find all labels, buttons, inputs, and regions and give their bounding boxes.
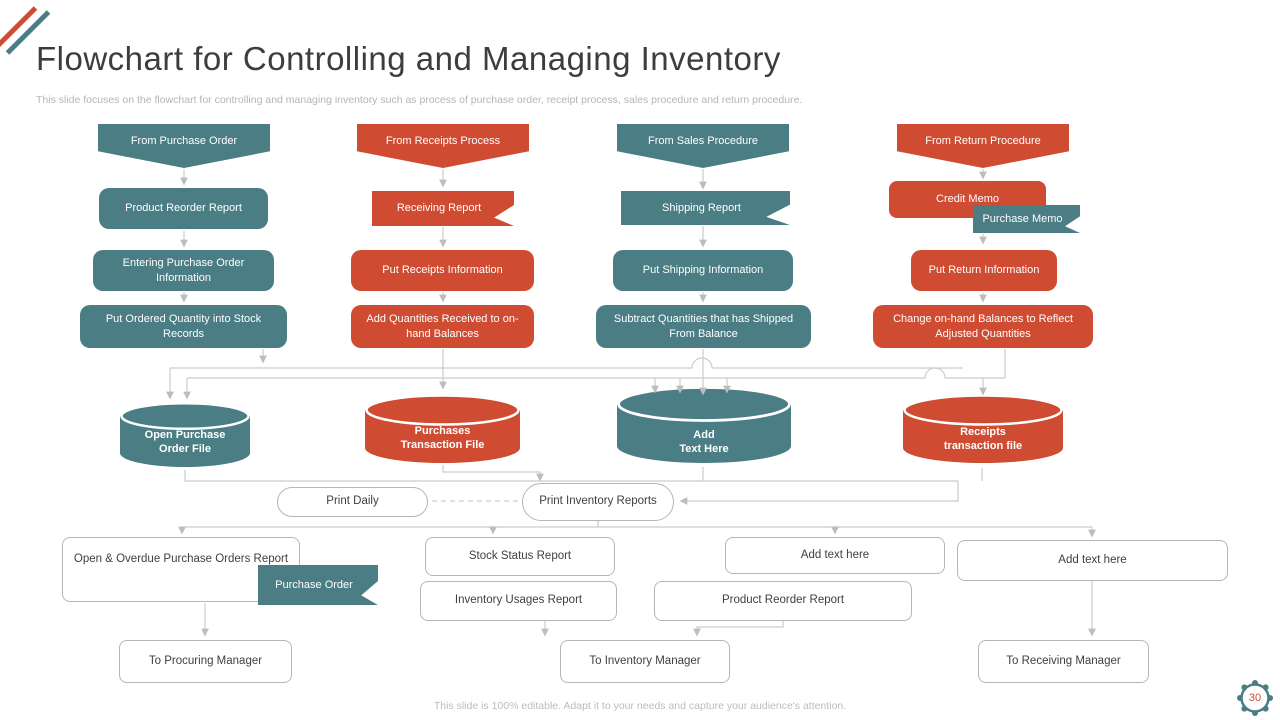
- pennant-from-receipts-process: From Receipts Process: [357, 124, 529, 168]
- box-add-text-here-1: Add text here: [725, 537, 945, 574]
- cylinder-purchases-transaction-file: Purchases Transaction File: [365, 394, 520, 464]
- ribbon-purchase-order: Purchase Order: [258, 565, 378, 605]
- box-put-shipping-information: Put Shipping Information: [613, 250, 793, 291]
- cylinder-add-text-here: Add Text Here: [617, 386, 791, 464]
- ribbon-shipping-report: Shipping Report: [621, 191, 790, 225]
- pennant-from-purchase-order: From Purchase Order: [98, 124, 270, 168]
- box-inventory-usages-report: Inventory Usages Report: [420, 581, 617, 621]
- pennant-from-return-procedure: From Return Procedure: [897, 124, 1069, 168]
- pill-print-inventory-reports: Print Inventory Reports: [522, 483, 674, 521]
- box-put-return-information: Put Return Information: [911, 250, 1057, 291]
- box-to-receiving-manager: To Receiving Manager: [978, 640, 1149, 683]
- ribbon-receiving-report: Receiving Report: [372, 191, 514, 226]
- box-credit-memo: Credit Memo: [889, 181, 1046, 218]
- box-put-ordered-quantity: Put Ordered Quantity into Stock Records: [80, 305, 287, 348]
- box-put-receipts-information: Put Receipts Information: [351, 250, 534, 291]
- box-product-reorder-report-bottom: Product Reorder Report: [654, 581, 912, 621]
- ribbon-purchase-memo: Purchase Memo: [973, 205, 1080, 233]
- box-stock-status-report: Stock Status Report: [425, 537, 615, 576]
- pill-print-daily: Print Daily: [277, 487, 428, 517]
- cylinder-label: Receipts: [960, 426, 1006, 438]
- cylinder-label: transaction file: [943, 440, 1023, 453]
- cylinder-label: Add: [693, 429, 715, 441]
- page-title: Flowchart for Controlling and Managing I…: [36, 40, 781, 77]
- page-number: 30: [1248, 692, 1262, 704]
- box-to-inventory-manager: To Inventory Manager: [560, 640, 730, 683]
- box-change-on-hand-balances: Change on-hand Balances to Reflect Adjus…: [873, 305, 1093, 348]
- footer-note: This slide is 100% editable. Adapt it to…: [433, 700, 847, 712]
- cylinder-shape: [903, 394, 1063, 463]
- cylinder-receipts-transaction-file: Receipts transaction file: [903, 394, 1063, 464]
- cylinder-label: Purchases: [414, 425, 471, 437]
- cylinder-shape: [617, 386, 791, 463]
- cylinder-open-purchase-order-file: Open Purchase Order File: [120, 401, 250, 468]
- cylinder-label: Open Purchase: [144, 429, 226, 441]
- cylinder-shape: [365, 394, 520, 463]
- cylinder-label: Order File: [159, 443, 211, 456]
- cylinder-label: Transaction File: [400, 439, 485, 452]
- box-add-quantities-received: Add Quantities Received to on-hand Balan…: [351, 305, 534, 348]
- cylinder-label: Text Here: [679, 443, 729, 456]
- box-subtract-quantities-shipped: Subtract Quantities that has Shipped Fro…: [596, 305, 811, 348]
- box-entering-purchase-order-information: Entering Purchase Order Information: [93, 250, 274, 291]
- box-product-reorder-report: Product Reorder Report: [99, 188, 268, 229]
- page-subtitle: This slide focuses on the flowchart for …: [36, 94, 803, 106]
- pennant-from-sales-procedure: From Sales Procedure: [617, 124, 789, 168]
- page-number-badge: 30: [1237, 680, 1273, 716]
- gear-icon: [1237, 680, 1273, 716]
- box-to-procuring-manager: To Procuring Manager: [119, 640, 292, 683]
- box-add-text-here-2: Add text here: [957, 540, 1228, 581]
- cylinder-shape: [120, 401, 250, 467]
